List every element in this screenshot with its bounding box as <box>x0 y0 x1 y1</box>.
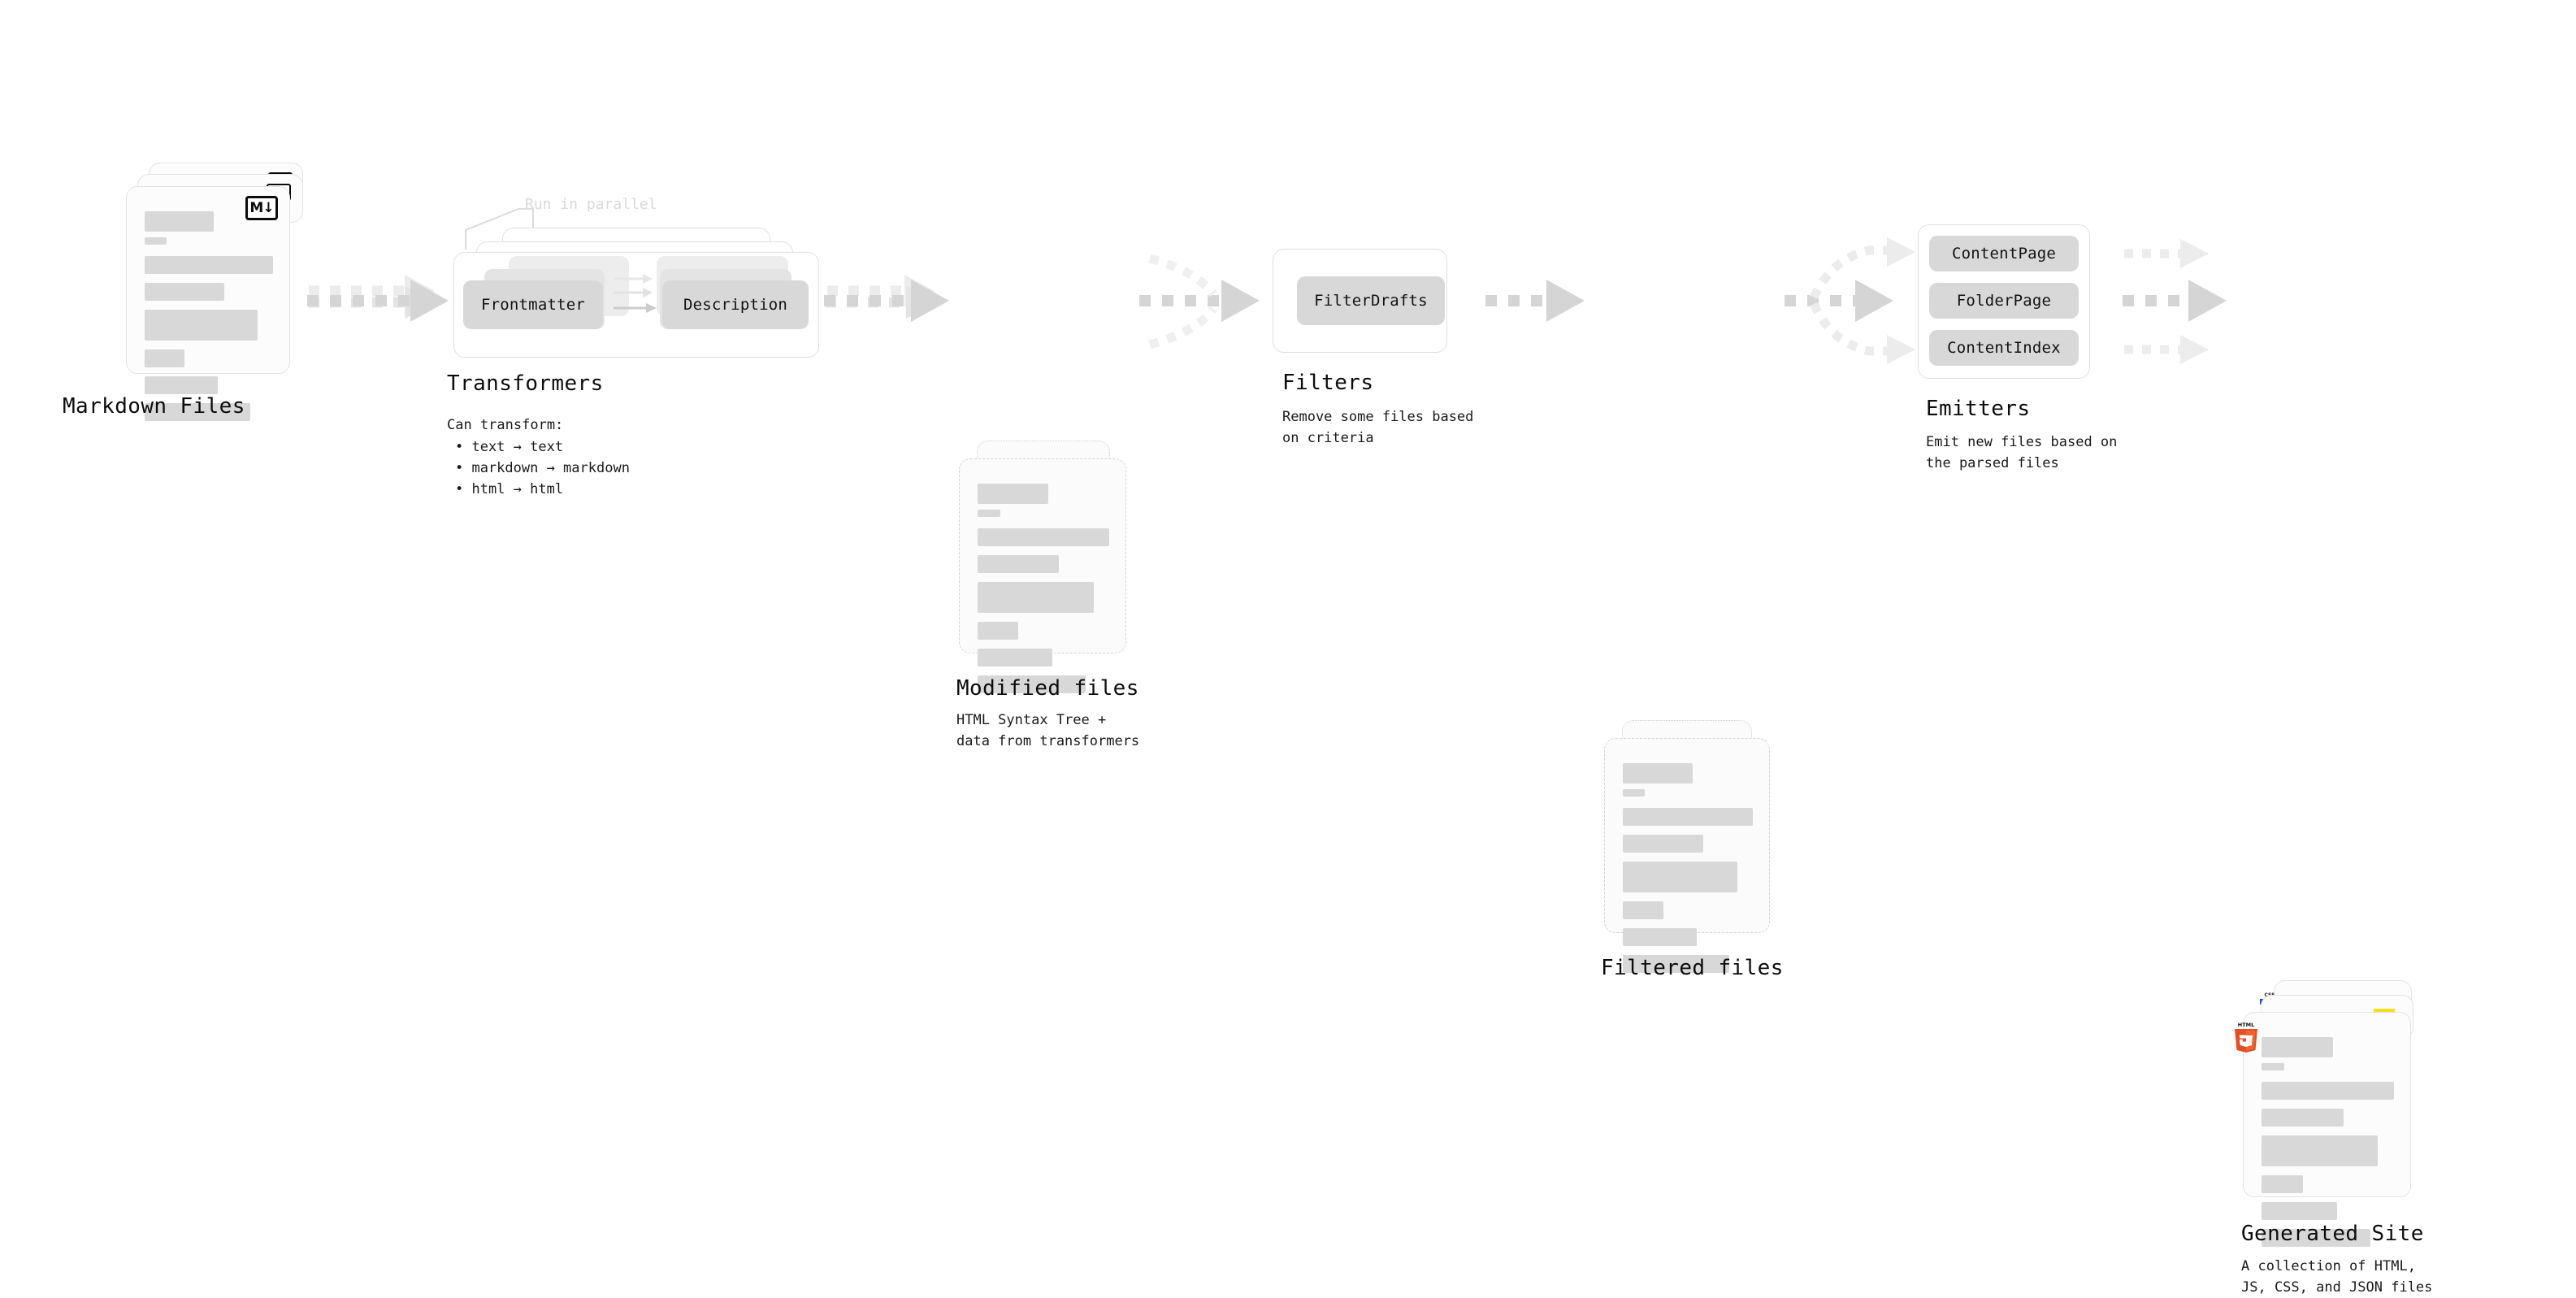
stage-title-filtered-files: Filtered files <box>1601 956 1784 980</box>
transformers-bullet-0: • text → text <box>455 439 564 455</box>
transformer-pill-frontmatter[interactable]: Frontmatter <box>463 280 603 329</box>
stage-filters: FilterDrafts Filters Remove some files b… <box>1273 249 1516 493</box>
placeholder-line <box>978 484 1049 504</box>
markdown-card-front[interactable]: M↓ <box>126 186 290 421</box>
placeholder-line <box>145 211 215 232</box>
placeholder-line <box>978 649 1053 666</box>
placeholder-line <box>145 349 184 367</box>
stage-title-modified-files: Modified files <box>956 676 1139 701</box>
transformers-subtitle: Can transform: <box>447 417 564 433</box>
modified-files-subtitle: HTML Syntax Tree + data from transformer… <box>956 712 1140 749</box>
filter-pill-filterdrafts[interactable]: FilterDrafts <box>1297 276 1445 325</box>
stage-title-filters: Filters <box>1282 371 1374 395</box>
stage-filtered-files: Filtered files <box>1601 720 1791 996</box>
connector-markdown-to-transformers <box>307 275 449 322</box>
placeholder-line <box>145 237 167 245</box>
placeholder-line <box>1623 928 1698 946</box>
modified-card-front[interactable] <box>959 458 1126 693</box>
placeholder-line <box>2262 1063 2284 1070</box>
stage-title-markdown-files: Markdown Files <box>63 394 245 419</box>
placeholder-line <box>2262 1175 2303 1193</box>
html5-badge-icon: HTML <box>2232 1020 2260 1053</box>
placeholder-line <box>1623 901 1663 919</box>
filters-subtitle: Remove some files based on criteria <box>1282 409 1474 446</box>
svg-text:HTML: HTML <box>2238 1022 2254 1028</box>
generated-site-subtitle: A collection of HTML, JS, CSS, and JSON … <box>2241 1258 2433 1296</box>
connector-modified-to-filters <box>1139 254 1260 349</box>
card-placeholder-lines <box>978 484 1109 702</box>
emitters-subtitle: Emit new files based on the parsed files <box>1926 434 2118 471</box>
placeholder-line <box>2262 1109 2344 1127</box>
generated-card-front[interactable]: HTML <box>2235 1012 2411 1247</box>
placeholder-line <box>145 256 273 274</box>
placeholder-line <box>2262 1037 2334 1057</box>
stage-emitters: ContentPage FolderPage ContentIndex Emit… <box>1918 224 2162 471</box>
card-placeholder-lines <box>145 211 273 430</box>
emitter-pill-contentindex[interactable]: ContentIndex <box>1929 330 2079 366</box>
placeholder-line <box>145 283 224 301</box>
placeholder-line <box>145 376 219 394</box>
placeholder-line <box>2262 1135 2379 1166</box>
placeholder-line <box>2262 1082 2394 1100</box>
stage-modified-files: Modified files HTML Syntax Tree + data f… <box>956 441 1146 749</box>
stage-markdown-files: M↓ M↓ M↓ Markdown Files <box>63 163 313 431</box>
placeholder-line <box>145 403 250 421</box>
stage-generated-site: HTML Generated Site A collection of HTML… <box>2235 980 2454 1296</box>
filtered-card-front[interactable] <box>1604 738 1770 973</box>
stage-title-emitters: Emitters <box>1926 397 2031 421</box>
run-in-parallel-label: Run in parallel <box>525 196 657 213</box>
transformer-inner-arrows-icon <box>614 274 657 313</box>
parallel-bracket-icon <box>465 208 534 250</box>
placeholder-line <box>978 528 1109 546</box>
emitter-pill-contentpage[interactable]: ContentPage <box>1929 236 2079 271</box>
stage-title-generated-site: Generated Site <box>2241 1222 2424 1246</box>
placeholder-line <box>1623 862 1737 892</box>
stage-title-transformers: Transformers <box>447 371 604 396</box>
placeholder-line <box>978 555 1060 573</box>
stage-transformers: Run in parallel Frontmatter Description … <box>447 191 829 516</box>
placeholder-line <box>145 310 258 341</box>
connector-filtered-to-emitters <box>1785 237 1915 364</box>
placeholder-line <box>978 582 1094 613</box>
transformers-bullet-2: • html → html <box>455 481 564 497</box>
transformer-pill-description[interactable]: Description <box>662 280 809 329</box>
placeholder-line <box>1623 763 1693 784</box>
placeholder-line <box>978 510 1000 517</box>
placeholder-line <box>1623 835 1704 853</box>
markdown-badge-icon: M↓ <box>245 196 278 220</box>
transformers-bullet-1: • markdown → markdown <box>455 460 630 476</box>
emitter-pill-folderpage[interactable]: FolderPage <box>1929 283 2079 319</box>
card-placeholder-lines <box>1623 763 1753 982</box>
placeholder-line <box>1623 808 1753 826</box>
placeholder-line <box>2262 1202 2337 1220</box>
connector-transformers-to-modified <box>824 275 949 322</box>
placeholder-line <box>978 622 1019 640</box>
placeholder-line <box>1623 789 1646 797</box>
pipeline-diagram: M↓ M↓ M↓ Markdown Files Run in parallel <box>0 0 2576 681</box>
